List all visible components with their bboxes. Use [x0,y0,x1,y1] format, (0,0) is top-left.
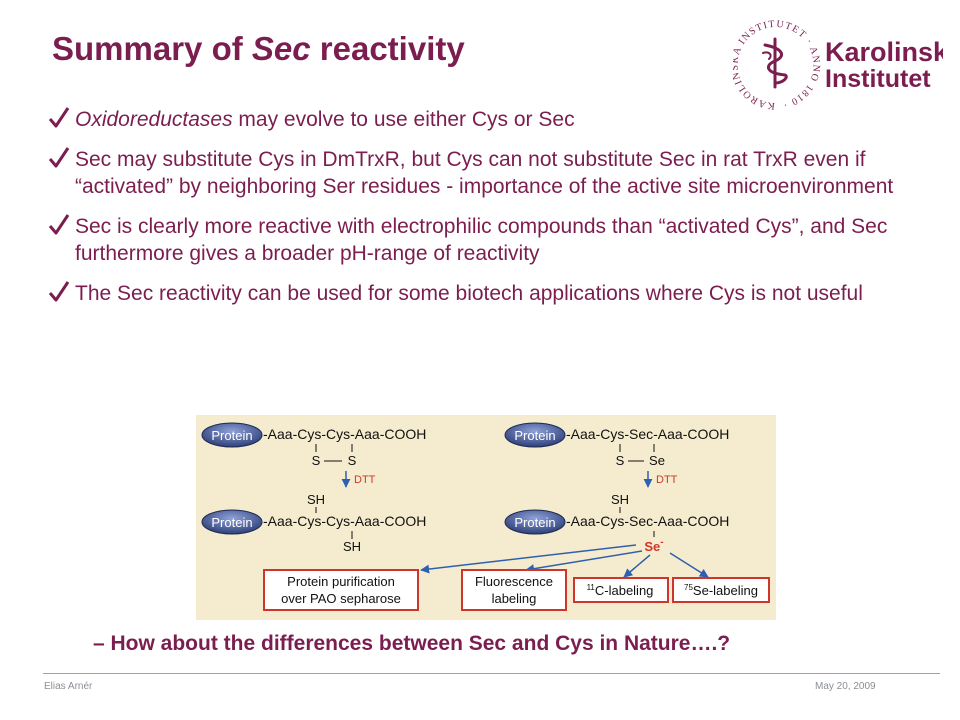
sequence-right-bottom: -Aaa-Cys-Sec-Aaa-COOH [566,513,729,529]
svg-text:11C-labeling: 11C-labeling [587,583,654,598]
protein-right-top: Protein [504,422,566,448]
svg-text:Institutet: Institutet [825,65,931,93]
sequence-right-top: -Aaa-Cys-Sec-Aaa-COOH [566,426,729,442]
footer-date: May 20, 2009 [815,681,876,692]
slide-title: Summary of Sec reactivity [52,30,465,67]
footer-author: Elias Arnér [44,681,93,692]
protein-left-bottom: Protein [201,509,263,535]
checkmark-icon [48,281,70,302]
svg-text:over PAO sepharose: over PAO sepharose [281,591,401,606]
box-se75-labeling: 75Se-labeling [672,577,770,603]
closing-question: – How about the differences between Sec … [93,632,731,655]
svg-text:Protein: Protein [211,515,252,530]
svg-text:DTT: DTT [354,474,376,486]
svg-text:Se: Se [649,453,665,468]
sequence-left-bottom: -Aaa-Cys-Cys-Aaa-COOH [263,513,426,529]
box-fluorescence-labeling: Fluorescence labeling [461,569,567,611]
svg-text:Protein purification: Protein purification [287,574,395,589]
staff-of-asclepius-icon [762,37,788,89]
svg-text:DTT: DTT [656,474,678,486]
svg-text:KAROLINSKA INSTITUTET · ANNO 1: KAROLINSKA INSTITUTET · ANNO 1810 · [733,19,822,111]
box-c11-labeling: 11C-labeling [573,577,669,603]
protein-left-top: Protein [201,422,263,448]
sequence-left-top: -Aaa-Cys-Cys-Aaa-COOH [263,426,426,442]
svg-text:Protein: Protein [514,515,555,530]
svg-text:S: S [348,453,357,468]
protein-right-bottom: Protein [504,509,566,535]
karolinska-logo: KAROLINSKA INSTITUTET · ANNO 1810 · Karo… [733,19,943,111]
sec-reactivity-diagram: Protein -Aaa-Cys-Cys-Aaa-COOH S S DTT SH… [196,415,776,620]
bullet-item: The Sec reactivity can be used for some … [48,280,928,307]
checkmark-icon [48,147,70,168]
bullet-item: Sec may substitute Cys in DmTrxR, but Cy… [48,146,928,200]
bullet-list: Oxidoreductases may evolve to use either… [48,106,928,320]
svg-text:Protein: Protein [514,428,555,443]
svg-text:S: S [616,453,625,468]
svg-text:Fluorescence: Fluorescence [475,574,553,589]
svg-text:S: S [312,453,321,468]
svg-text:Karolinska: Karolinska [825,37,943,67]
box-protein-purification: Protein purification over PAO sepharose [263,569,419,611]
svg-text:75Se-labeling: 75Se-labeling [684,583,758,598]
svg-text:SH: SH [307,492,325,507]
svg-text:SH: SH [343,539,361,554]
checkmark-icon [48,214,70,235]
selenolate-label: Se- [644,537,663,554]
bullet-item: Sec is clearly more reactive with electr… [48,213,928,267]
checkmark-icon [48,107,70,128]
svg-text:Protein: Protein [211,428,252,443]
bullet-item: Oxidoreductases may evolve to use either… [48,106,928,133]
svg-text:labeling: labeling [492,591,537,606]
svg-text:SH: SH [611,492,629,507]
footer-divider [43,673,940,674]
